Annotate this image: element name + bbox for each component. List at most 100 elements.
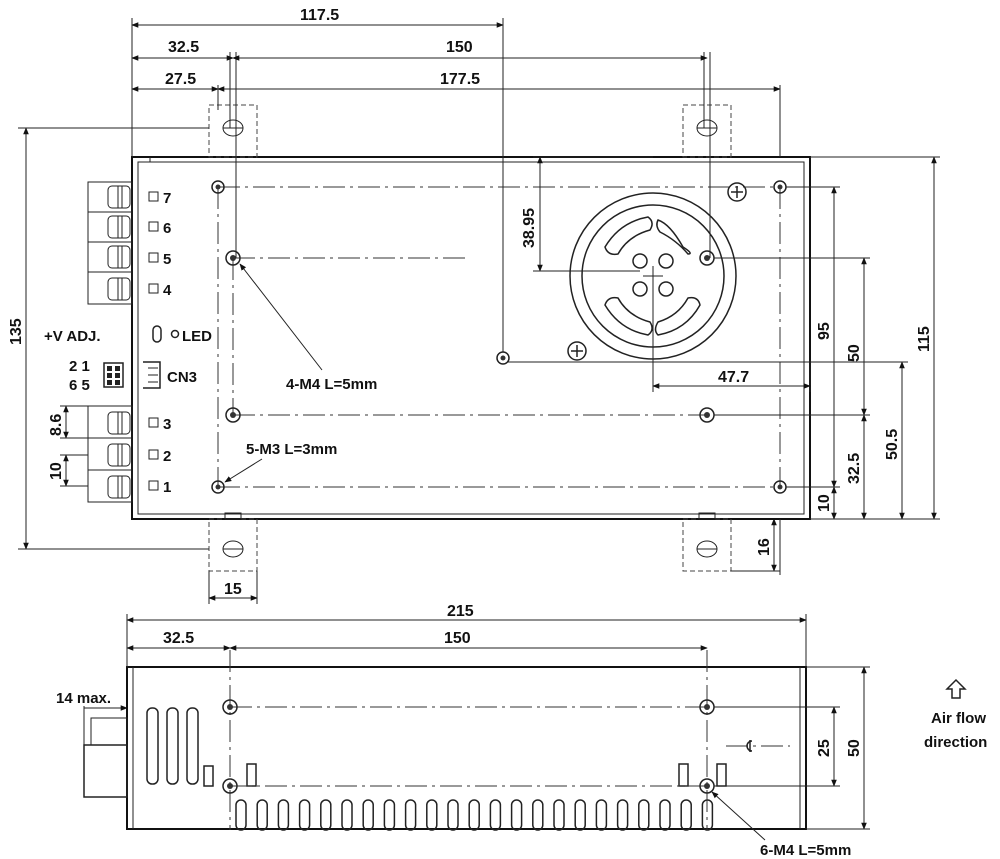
vent-slot: [186, 707, 199, 785]
terminal: [87, 211, 133, 243]
dim-50: 50: [846, 344, 863, 362]
bottom-vent-slot: [510, 799, 523, 831]
m3-hole: [211, 480, 225, 494]
dim-177-5: 177.5: [440, 71, 480, 88]
bottom-vent-slot: [680, 799, 692, 831]
terminal-labels: 7 6 5 4 3 2 1: [148, 190, 172, 496]
terminal-label: 2: [163, 448, 171, 465]
side-m4-hole: [222, 778, 238, 794]
bottom-vent-slot: [468, 799, 480, 831]
vadj-trimmer: [152, 325, 162, 343]
bottom-vent-slot: [256, 799, 268, 831]
bottom-vent-slot: [383, 799, 396, 831]
bottom-vent-slot: [320, 799, 332, 831]
cn3-connector: [103, 362, 124, 388]
m4-hole-callout: 4-M4 L=5mm: [286, 376, 377, 393]
terminal-block: [87, 181, 133, 503]
dim-150: 150: [446, 39, 473, 56]
fan-guard: [569, 192, 737, 360]
dim-10-left: 10: [48, 462, 65, 480]
dim-32-5: 32.5: [168, 39, 199, 56]
chassis-outline: [131, 156, 811, 520]
bottom-vent-slot: [574, 799, 586, 831]
side-dim-50: 50: [846, 739, 863, 757]
terminal: [87, 241, 133, 273]
bottom-vent-slot: [447, 799, 459, 831]
m3-hole: [211, 180, 225, 194]
dim-117-5: 117.5: [300, 7, 339, 24]
ground-symbol-icon: [746, 740, 753, 752]
side-dim-32-5: 32.5: [163, 630, 194, 647]
bottom-vent-slot: [532, 799, 544, 831]
dim-16: 16: [756, 538, 773, 556]
m4-hole: [225, 250, 241, 266]
screw-icon: [727, 182, 747, 202]
airflow-indicator: Air flow direction: [924, 678, 987, 751]
top-view: 7 6 5 4 3 2 1 +V ADJ. LED 2 1 6 5: [8, 7, 940, 604]
bottom-vent-slot: [489, 799, 502, 831]
m4-hole: [225, 407, 241, 423]
terminal-label: 5: [163, 251, 171, 268]
vent-slot: [166, 707, 179, 785]
dim-135: 135: [8, 318, 25, 345]
cn3-pins-bottom: 6 5: [69, 377, 90, 394]
terminal-label: 1: [163, 479, 171, 496]
side-dim-25: 25: [816, 739, 833, 757]
cn3-pins-top: 2 1: [69, 358, 90, 375]
terminal: [87, 181, 133, 213]
bottom-vent-slot: [298, 799, 311, 831]
terminal-label: 7: [163, 190, 171, 207]
bottom-vent-slot: [362, 799, 374, 831]
terminal: [87, 437, 133, 471]
led-label: LED: [182, 328, 212, 345]
mount-tab-bottom-left: [208, 512, 258, 572]
screw-icon: [567, 341, 587, 361]
cn3-housing: [143, 361, 161, 389]
vent-slot: [146, 707, 159, 785]
m3-hole: [496, 351, 510, 365]
up-arrow-icon: [945, 678, 967, 699]
dim-15: 15: [224, 581, 242, 598]
side-m4-hole: [222, 699, 238, 715]
mount-tab-bottom-right: [682, 512, 732, 572]
terminal-label: 3: [163, 416, 171, 433]
airflow-label-line2: direction: [924, 734, 987, 751]
bottom-vent-slot: [341, 799, 353, 831]
terminal-label: 6: [163, 220, 171, 237]
mount-tab-top-left: [208, 104, 258, 158]
airflow-label-line1: Air flow: [931, 710, 986, 727]
bottom-vent-slot: [553, 799, 565, 831]
dim-38-95: 38.95: [521, 208, 538, 248]
led-indicator: [170, 329, 180, 339]
cn3-label: CN3: [167, 369, 197, 386]
mount-tab-top-right: [682, 104, 732, 158]
m4-hole: [699, 250, 715, 266]
dim-8-6: 8.6: [48, 414, 65, 436]
vadj-label: +V ADJ.: [44, 328, 101, 345]
side-m4-hole-callout: 6-M4 L=5mm: [760, 842, 851, 859]
bottom-vent-slot: [277, 799, 290, 831]
bottom-vents: [235, 799, 714, 831]
side-dim-215: 215: [447, 603, 474, 620]
side-chassis-outline: [126, 666, 807, 830]
dim-10-right: 10: [816, 494, 833, 512]
dim-27-5: 27.5: [165, 71, 196, 88]
bottom-vent-slot: [659, 799, 671, 831]
dim-32-5-right: 32.5: [846, 453, 863, 484]
dim-50-5: 50.5: [884, 429, 901, 460]
bottom-vent-slot: [235, 799, 247, 831]
m3-hole-callout: 5-M3 L=3mm: [246, 441, 337, 458]
side-connector: [83, 717, 128, 798]
bottom-vent-slot: [426, 799, 438, 831]
terminal: [87, 405, 133, 439]
terminal: [87, 469, 133, 503]
dim-115: 115: [916, 326, 933, 352]
terminal-label: 4: [163, 282, 172, 299]
terminal: [87, 271, 133, 305]
bottom-vent-slot: [616, 799, 629, 831]
bottom-vent-slot: [404, 799, 417, 831]
side-view: 215 32.5 150 14 max. 25 50 6-M4 L=5mm: [56, 603, 870, 859]
dim-95: 95: [816, 322, 833, 340]
bottom-vent-slot: [595, 799, 608, 831]
